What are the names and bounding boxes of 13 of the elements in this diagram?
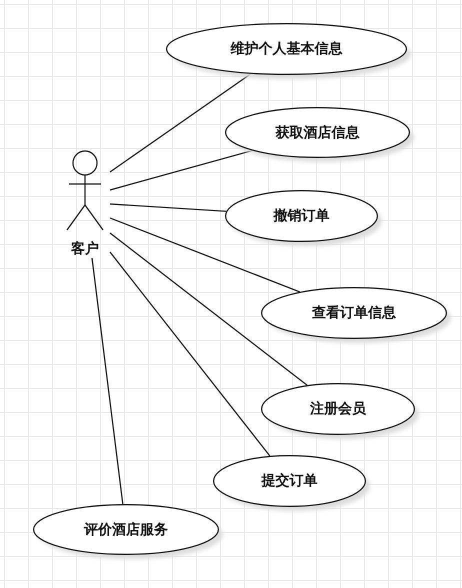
actor-label: 客户 (71, 240, 99, 258)
use-case-label: 维护个人基本信息 (230, 40, 342, 58)
association-line (110, 252, 270, 456)
association-line (110, 232, 308, 386)
association-line (110, 217, 300, 292)
use-case-label: 注册会员 (310, 400, 366, 418)
association-line (110, 203, 226, 212)
use-case-label: 提交订单 (262, 472, 318, 490)
use-case-label: 获取酒店信息 (276, 124, 360, 142)
use-case-label: 查看订单信息 (312, 304, 396, 322)
use-case-label: 评价酒店服务 (84, 520, 168, 538)
association-line (91, 258, 124, 504)
use-case-label: 撤销订单 (274, 207, 330, 225)
